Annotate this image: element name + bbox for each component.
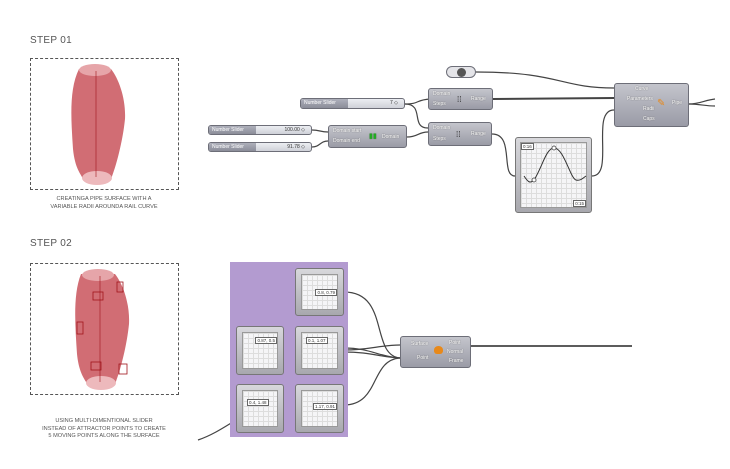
evaluate-surface-component[interactable]: Surface Point Point Normal Frame [400, 336, 471, 368]
input-domain-start: Domain start [333, 128, 362, 134]
slider-value: 91.78 ◇ [287, 144, 305, 150]
wire [343, 357, 401, 406]
range-component-1[interactable]: Domain Steps ⁞⁞ Range [428, 88, 493, 110]
wire [492, 97, 615, 100]
input-point: Point [417, 355, 429, 361]
step2-preview-frame [30, 263, 179, 395]
md-slider-value: 0.4, 1.48 [247, 399, 269, 406]
step2-caption: USING MULTI-DIMENTIONAL SLIDER INSTEAD O… [4, 418, 204, 441]
output-range: Range [471, 131, 486, 137]
wire [475, 71, 615, 89]
wire [591, 109, 615, 177]
output-normal: Normal [447, 349, 464, 355]
number-slider-domain-end[interactable]: Number Slider 91.78 ◇ [208, 142, 312, 152]
output-range: Range [471, 96, 486, 102]
pipe-variable-component[interactable]: Curve Parameters Radii Caps ✎ Pipe [614, 83, 689, 127]
construct-domain-component[interactable]: Domain start Domain end ▮▮ Domain [328, 125, 407, 148]
output-point: Point [449, 340, 461, 346]
output-domain: Domain [382, 134, 400, 140]
range-icon: ⁞⁞ [457, 95, 462, 104]
input-curve: Curve [635, 86, 649, 92]
md-slider-value: 0.87, 0.5 [255, 337, 277, 344]
step2-title: STEP 02 [30, 238, 72, 249]
evaluate-surface-icon [434, 346, 443, 354]
caption-line: INSTEAD OF ATTRACTOR POINTS TO CREATE [42, 425, 166, 432]
md-slider-5[interactable]: 1.17, 0.91 [295, 384, 344, 433]
step1-caption: CREATINGA PIPE SURFACE WITH A VARIABLE R… [4, 196, 204, 211]
slider-value: 7 ◇ [389, 100, 398, 106]
md-slider-value: 0.1, 1.07 [306, 337, 328, 344]
wire [343, 291, 401, 359]
panel-param-capsule[interactable] [446, 66, 476, 78]
md-slider-2[interactable]: 0.87, 0.5 [236, 326, 284, 375]
step1-title: STEP 01 [30, 35, 72, 46]
wire [406, 131, 429, 138]
wire [343, 347, 401, 359]
input-parameters: Parameters [627, 96, 653, 102]
curve-param-icon [457, 68, 466, 77]
output-pipe: Pipe [672, 100, 683, 106]
graph-mapper[interactable]: 0:16 0:15 [515, 137, 592, 213]
slider-value: 100.00 ◇ [284, 127, 305, 133]
range-icon: ⁞⁞ [456, 130, 461, 139]
sine-graph-curve [523, 145, 587, 183]
range-component-2[interactable]: Domain Steps ⁞⁞ Range [428, 122, 492, 146]
input-radii: Radii [643, 106, 655, 112]
md-slider-value: 0.8, 0.79 [315, 289, 337, 296]
domain-icon: ▮▮ [369, 133, 377, 140]
caption-line: 5 MOVING POINTS ALONG THE SURFACE [48, 433, 160, 439]
graph-label-bottom: 0:15 [573, 200, 586, 207]
step1-preview-frame [30, 58, 179, 190]
caption-line: VARIABLE RADII AROUNDA RAIL CURVE [50, 203, 158, 210]
caption-line: CREATINGA PIPE SURFACE WITH A [56, 196, 152, 202]
md-slider-1[interactable]: 0.8, 0.79 [295, 268, 344, 316]
wire [404, 98, 431, 105]
pipe-surface-points-render [75, 269, 130, 390]
caption-line: USING MULTI-DIMENTIONAL SLIDER [55, 418, 153, 424]
input-domain: Domain [433, 125, 451, 131]
input-steps: Steps [433, 136, 446, 142]
slider-label: Number Slider [209, 143, 256, 151]
wire [688, 103, 716, 107]
graph-label-top: 0:16 [521, 143, 534, 150]
slider-label: Number Slider [301, 99, 348, 108]
number-slider-domain-start[interactable]: Number Slider 100.00 ◇ [208, 125, 312, 135]
number-slider-steps[interactable]: Number Slider 7 ◇ [300, 98, 405, 109]
wire [311, 140, 329, 148]
wire [343, 344, 401, 351]
output-frame: Frame [449, 358, 464, 364]
wire [404, 103, 429, 129]
input-caps: Caps [643, 116, 655, 122]
pipe-surface-render [71, 64, 126, 185]
input-surface: Surface [411, 341, 429, 347]
wire [688, 98, 716, 105]
pipe-icon: ✎ [657, 98, 666, 109]
input-steps: Steps [433, 101, 446, 107]
wire [311, 129, 329, 133]
input-domain: Domain [433, 91, 451, 97]
slider-label: Number Slider [209, 126, 256, 134]
input-domain-end: Domain end [333, 138, 360, 144]
md-slider-value: 1.17, 0.91 [312, 403, 337, 410]
md-slider-3[interactable]: 0.1, 1.07 [295, 326, 344, 375]
wire [491, 133, 516, 177]
md-slider-4[interactable]: 0.4, 1.48 [236, 384, 284, 433]
